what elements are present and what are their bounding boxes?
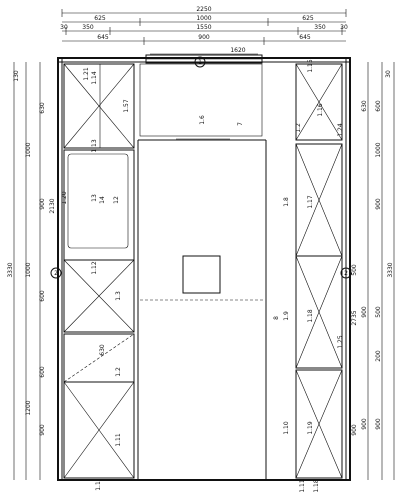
dim-label: 1000 <box>375 142 382 157</box>
dim-label: 900 <box>375 418 382 430</box>
dim-label: 1 <box>198 59 202 66</box>
dim-label: 900 <box>351 424 358 436</box>
dim-label: 625 <box>94 15 106 22</box>
dim-label: 600 <box>375 100 382 112</box>
dim-label: 1.12 <box>91 261 98 275</box>
dim-label: 2130 <box>49 198 56 213</box>
dim-label: 645 <box>299 34 311 41</box>
dim-label: 600 <box>39 290 46 302</box>
dim-label: 12 <box>113 196 120 204</box>
dim-label: 14 <box>99 196 106 204</box>
dim-label: 1.15 <box>307 59 314 73</box>
dim-label: 1.11 <box>299 479 306 493</box>
dim-label: 1.10 <box>283 421 290 435</box>
dim-label: 350 <box>82 24 94 31</box>
dim-label: 30 <box>60 24 68 31</box>
dim-label: 1000 <box>25 262 32 277</box>
left-cabinet-column: 2 <box>50 63 135 479</box>
dim-label: 630 <box>361 100 368 112</box>
dim-label: 630 <box>99 344 106 356</box>
dim-label: 900 <box>361 418 368 430</box>
dim-label: 1.8 <box>283 197 290 207</box>
top-dimension-chain: 2250 625 1000 625 30 350 1550 350 30 645… <box>60 6 348 55</box>
dim-label: 1.6 <box>199 115 206 125</box>
dim-label: 130 <box>13 70 20 82</box>
dim-label: 1.21 <box>83 67 90 81</box>
dim-label: 900 <box>198 34 210 41</box>
right-cabinet-column: 2 <box>295 63 352 479</box>
dim-label: 1200 <box>25 400 32 415</box>
dim-label: 1.19 <box>307 421 314 435</box>
dim-label: 200 <box>375 350 382 362</box>
dim-label: 3330 <box>7 262 14 277</box>
dim-label: 1.57 <box>123 99 130 113</box>
dim-label: 1.18 <box>313 479 320 493</box>
dim-mid: 1620 <box>230 47 245 54</box>
dim-label: 1550 <box>196 24 211 31</box>
dim-label: 8 <box>273 316 280 320</box>
axis-marker-1 <box>194 56 206 68</box>
dim-label: 1000 <box>196 15 211 22</box>
dim-label: 7 <box>237 122 244 126</box>
dim-label: 645 <box>97 34 109 41</box>
center-area <box>137 63 267 480</box>
dim-label: 350 <box>314 24 326 31</box>
outer-walls: 1 <box>57 54 351 481</box>
dim-label: 1.2 <box>295 123 302 133</box>
dim-label: 2735 <box>351 310 358 325</box>
dim-label: 1.14 <box>91 71 98 85</box>
dim-label: 1.3 <box>115 291 122 301</box>
dim-label: 1.18 <box>307 309 314 323</box>
dim-label: 1.13 <box>91 139 98 153</box>
dim-label: 13 <box>91 194 98 202</box>
dim-label: 500 <box>351 264 358 276</box>
dim-label: 1.11 <box>115 433 122 447</box>
sink <box>67 153 129 249</box>
dim-label: 900 <box>39 198 46 210</box>
dim-overall: 2250 <box>196 6 211 13</box>
dim-label: 1.1 <box>95 481 102 491</box>
dim-label: 1.16 <box>317 103 324 117</box>
dim-label: 1.24 <box>337 123 344 137</box>
dim-label: 500 <box>375 306 382 318</box>
center-column <box>182 255 221 294</box>
dim-label: 900 <box>39 424 46 436</box>
right-dimension-chain: 30 630 600 1000 900 3330 900 500 200 900… <box>351 62 395 480</box>
dim-label: 30 <box>385 70 392 78</box>
dim-label: 900 <box>375 198 382 210</box>
dim-label: 1000 <box>25 142 32 157</box>
dim-label: 1.20 <box>61 191 68 205</box>
axis-marker-2-right <box>340 267 352 279</box>
dim-label: 2 <box>344 270 348 277</box>
left-dimension-chain: 130 630 1000 3330 1000 600 600 1200 900 … <box>7 62 56 480</box>
dim-label: 900 <box>361 306 368 318</box>
item-labels: 1.21 1.14 1.15 1.16 1.57 1.6 7 1.2 1.24 … <box>61 59 344 493</box>
dim-label: 625 <box>302 15 314 22</box>
dim-label: 2 <box>54 270 58 277</box>
dim-label: 30 <box>340 24 348 31</box>
dim-label: 600 <box>39 366 46 378</box>
dim-label: 1.2 <box>115 367 122 377</box>
dim-label: 3330 <box>387 262 394 277</box>
dim-label: 630 <box>39 102 46 114</box>
dim-label: 1.17 <box>307 195 314 209</box>
dim-label: 1.25 <box>337 335 344 349</box>
axis-marker-2-left <box>50 267 62 279</box>
dim-label: 1.9 <box>283 311 290 321</box>
